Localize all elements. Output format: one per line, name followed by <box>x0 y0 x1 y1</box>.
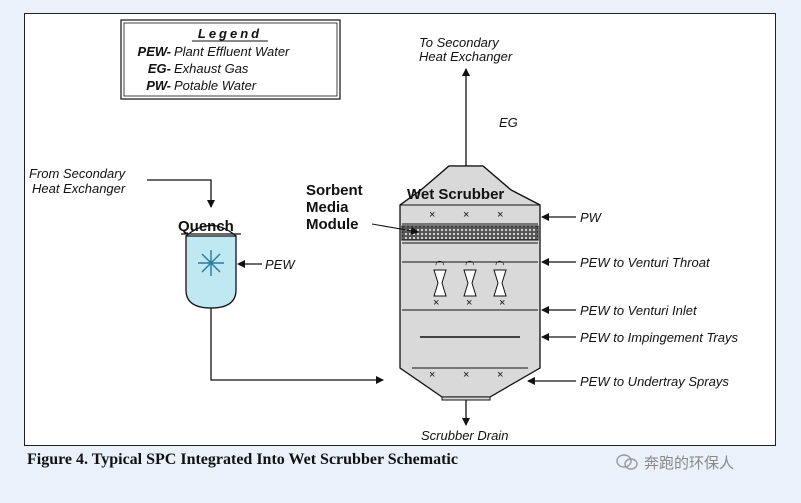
to-secondary-label-line1: To Secondary <box>419 35 500 50</box>
quench-label: Quench <box>178 218 234 235</box>
svg-text:◠: ◠ <box>495 259 505 271</box>
chat-bubble-icon <box>616 453 638 471</box>
legend-value-pew: Plant Effluent Water <box>174 44 290 59</box>
quench-outlet-line <box>210 308 384 384</box>
quench-vessel <box>181 224 241 309</box>
sorbent-leader-line <box>371 223 419 235</box>
watermark-text: 奔跑的环保人 <box>644 453 735 472</box>
legend: Legend PEW- Plant Effluent Water EG- Exh… <box>120 19 341 100</box>
venturi-tubes <box>433 269 507 297</box>
sorbent-label-line1: Sorbent <box>306 182 363 199</box>
from-secondary-label-line2: Heat Exchanger <box>32 181 126 196</box>
sorbent-media-module <box>401 225 539 241</box>
wet-scrubber-label: Wet Scrubber <box>407 186 504 203</box>
eg-label: EG <box>499 115 518 130</box>
from-secondary-label-line1: From Secondary <box>29 166 127 181</box>
svg-text:×: × <box>497 209 503 221</box>
inlet-label-venturi-inlet: PEW to Venturi Inlet <box>580 303 698 318</box>
figure-caption: Figure 4. Typical SPC Integrated Into We… <box>27 451 458 468</box>
svg-text:×: × <box>497 369 503 381</box>
svg-text:×: × <box>429 369 435 381</box>
legend-value-pw: Potable Water <box>174 78 257 93</box>
legend-title: Legend <box>198 26 262 41</box>
legend-value-eg: Exhaust Gas <box>174 61 249 76</box>
sorbent-label-line2: Media <box>306 199 349 216</box>
watermark: 奔跑的环保人 <box>616 449 734 475</box>
inlet-lines <box>527 213 576 385</box>
svg-text:◠: ◠ <box>465 259 475 271</box>
svg-text:×: × <box>499 297 505 309</box>
svg-text:×: × <box>429 209 435 221</box>
wet-scrubber-vessel <box>399 165 541 401</box>
legend-key-pw: PW- <box>146 78 171 93</box>
svg-text:×: × <box>463 209 469 221</box>
schematic-diagram: Legend PEW- Plant Effluent Water EG- Exh… <box>29 19 738 443</box>
legend-key-eg: EG- <box>148 61 171 76</box>
inlet-label-impingement-trays: PEW to Impingement Trays <box>580 330 738 345</box>
sorbent-label-line3: Module <box>306 216 359 233</box>
scrubber-drain-label: Scrubber Drain <box>421 428 508 443</box>
inlet-label-venturi-throat: PEW to Venturi Throat <box>580 255 711 270</box>
svg-text:×: × <box>433 297 439 309</box>
spray-nozzle-icon <box>198 250 224 276</box>
inlet-label-undertray-sprays: PEW to Undertray Sprays <box>580 374 729 389</box>
quench-pew-label: PEW <box>265 257 296 272</box>
feed-line <box>147 179 215 208</box>
to-secondary-label-line2: Heat Exchanger <box>419 49 513 64</box>
legend-key-pew: PEW- <box>138 44 171 59</box>
spray-marks: × × × ◠ ◠ ◠ × × × × × × <box>429 209 505 381</box>
inlet-label-pw: PW <box>580 210 603 225</box>
svg-text:◠: ◠ <box>435 259 445 271</box>
svg-text:×: × <box>463 369 469 381</box>
svg-text:×: × <box>466 297 472 309</box>
